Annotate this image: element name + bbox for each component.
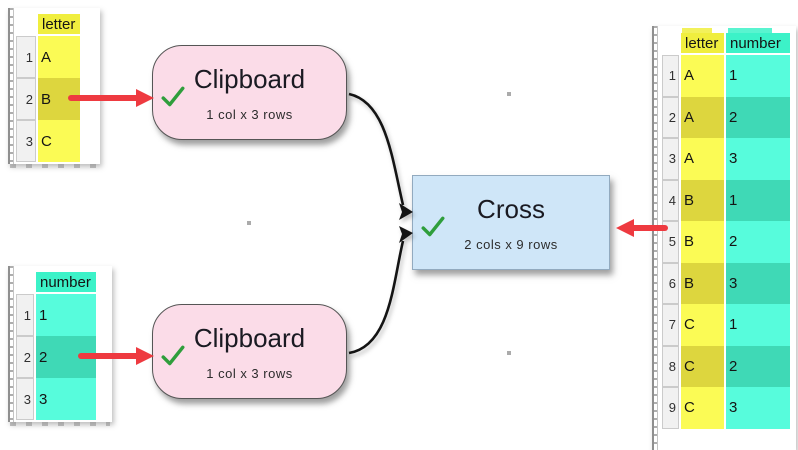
- torn-edge: [8, 8, 14, 164]
- input-table-letter: letter 1 A 2 B 3 C: [8, 8, 100, 168]
- node-cross[interactable]: Cross 2 cols x 9 rows: [412, 175, 610, 270]
- table-cell: B: [38, 78, 80, 120]
- table-cell: A: [38, 36, 80, 78]
- row-number: 7: [662, 304, 679, 346]
- table-cell: 1: [36, 294, 96, 336]
- row-number: 1: [16, 294, 34, 336]
- torn-edge: [8, 266, 14, 422]
- table-cell: B: [681, 262, 724, 304]
- corner-cell: [662, 33, 679, 55]
- row-number: 2: [16, 78, 36, 120]
- table-cell: B: [681, 179, 724, 221]
- table-cell: A: [681, 55, 724, 97]
- table-cell: C: [681, 304, 724, 346]
- row-number: 8: [662, 345, 679, 387]
- corner-cell: [16, 14, 36, 36]
- row-number: 2: [662, 96, 679, 138]
- table-cell: 3: [36, 378, 96, 420]
- torn-edge: [682, 28, 712, 33]
- table-cell: A: [681, 138, 724, 180]
- result-table: letter number 1 A 1 2 A 2 3 A 3 4 B 1 5 …: [652, 26, 796, 450]
- grid-dot: [507, 351, 511, 355]
- check-icon: [161, 345, 185, 366]
- table-cell: C: [681, 345, 724, 387]
- torn-edge: [652, 26, 658, 450]
- table-cell: A: [681, 96, 724, 138]
- row-number: 3: [16, 378, 34, 420]
- table-cell: 2: [726, 345, 790, 387]
- column-header: letter: [38, 14, 80, 36]
- black-curved-arrow: [348, 92, 413, 220]
- row-number: 3: [662, 138, 679, 180]
- column-header: number: [36, 272, 96, 294]
- table-cell: C: [38, 120, 80, 162]
- row-number: 1: [16, 36, 36, 78]
- node-title: Clipboard: [193, 323, 306, 353]
- row-number: 4: [662, 179, 679, 221]
- table-cell: 3: [726, 262, 790, 304]
- row-number: 2: [16, 336, 34, 378]
- node-clipboard-1[interactable]: Clipboard 1 col x 3 rows: [152, 45, 347, 140]
- column-header: letter: [681, 33, 724, 55]
- grid-dot: [507, 92, 511, 96]
- table-cell: 1: [726, 55, 790, 97]
- row-number: 1: [662, 55, 679, 97]
- table-cell: 2: [726, 221, 790, 263]
- node-size-label: 1 col x 3 rows: [206, 107, 293, 122]
- row-number: 5: [662, 221, 679, 263]
- table-cell: 2: [726, 96, 790, 138]
- node-title: Clipboard: [193, 64, 306, 94]
- check-icon: [161, 86, 185, 107]
- row-number: 9: [662, 387, 679, 429]
- table-cell: 2: [36, 336, 96, 378]
- node-clipboard-2[interactable]: Clipboard 1 col x 3 rows: [152, 304, 347, 399]
- check-icon: [421, 216, 445, 237]
- column-header: number: [726, 33, 790, 55]
- table-cell: 1: [726, 179, 790, 221]
- node-size-label: 1 col x 3 rows: [206, 366, 293, 381]
- table-cell: 3: [726, 138, 790, 180]
- row-number: 3: [16, 120, 36, 162]
- row-number: 6: [662, 262, 679, 304]
- node-size-label: 2 cols x 9 rows: [464, 237, 558, 252]
- table-cell: 3: [726, 387, 790, 429]
- black-curved-arrow: [348, 226, 413, 355]
- table-cell: C: [681, 387, 724, 429]
- table-cell: B: [681, 221, 724, 263]
- corner-cell: [16, 272, 34, 294]
- grid-dot: [247, 221, 251, 225]
- input-table-number: number 1 1 2 2 3 3: [8, 266, 112, 426]
- torn-edge: [728, 28, 772, 33]
- node-title: Cross: [477, 194, 545, 224]
- table-cell: 1: [726, 304, 790, 346]
